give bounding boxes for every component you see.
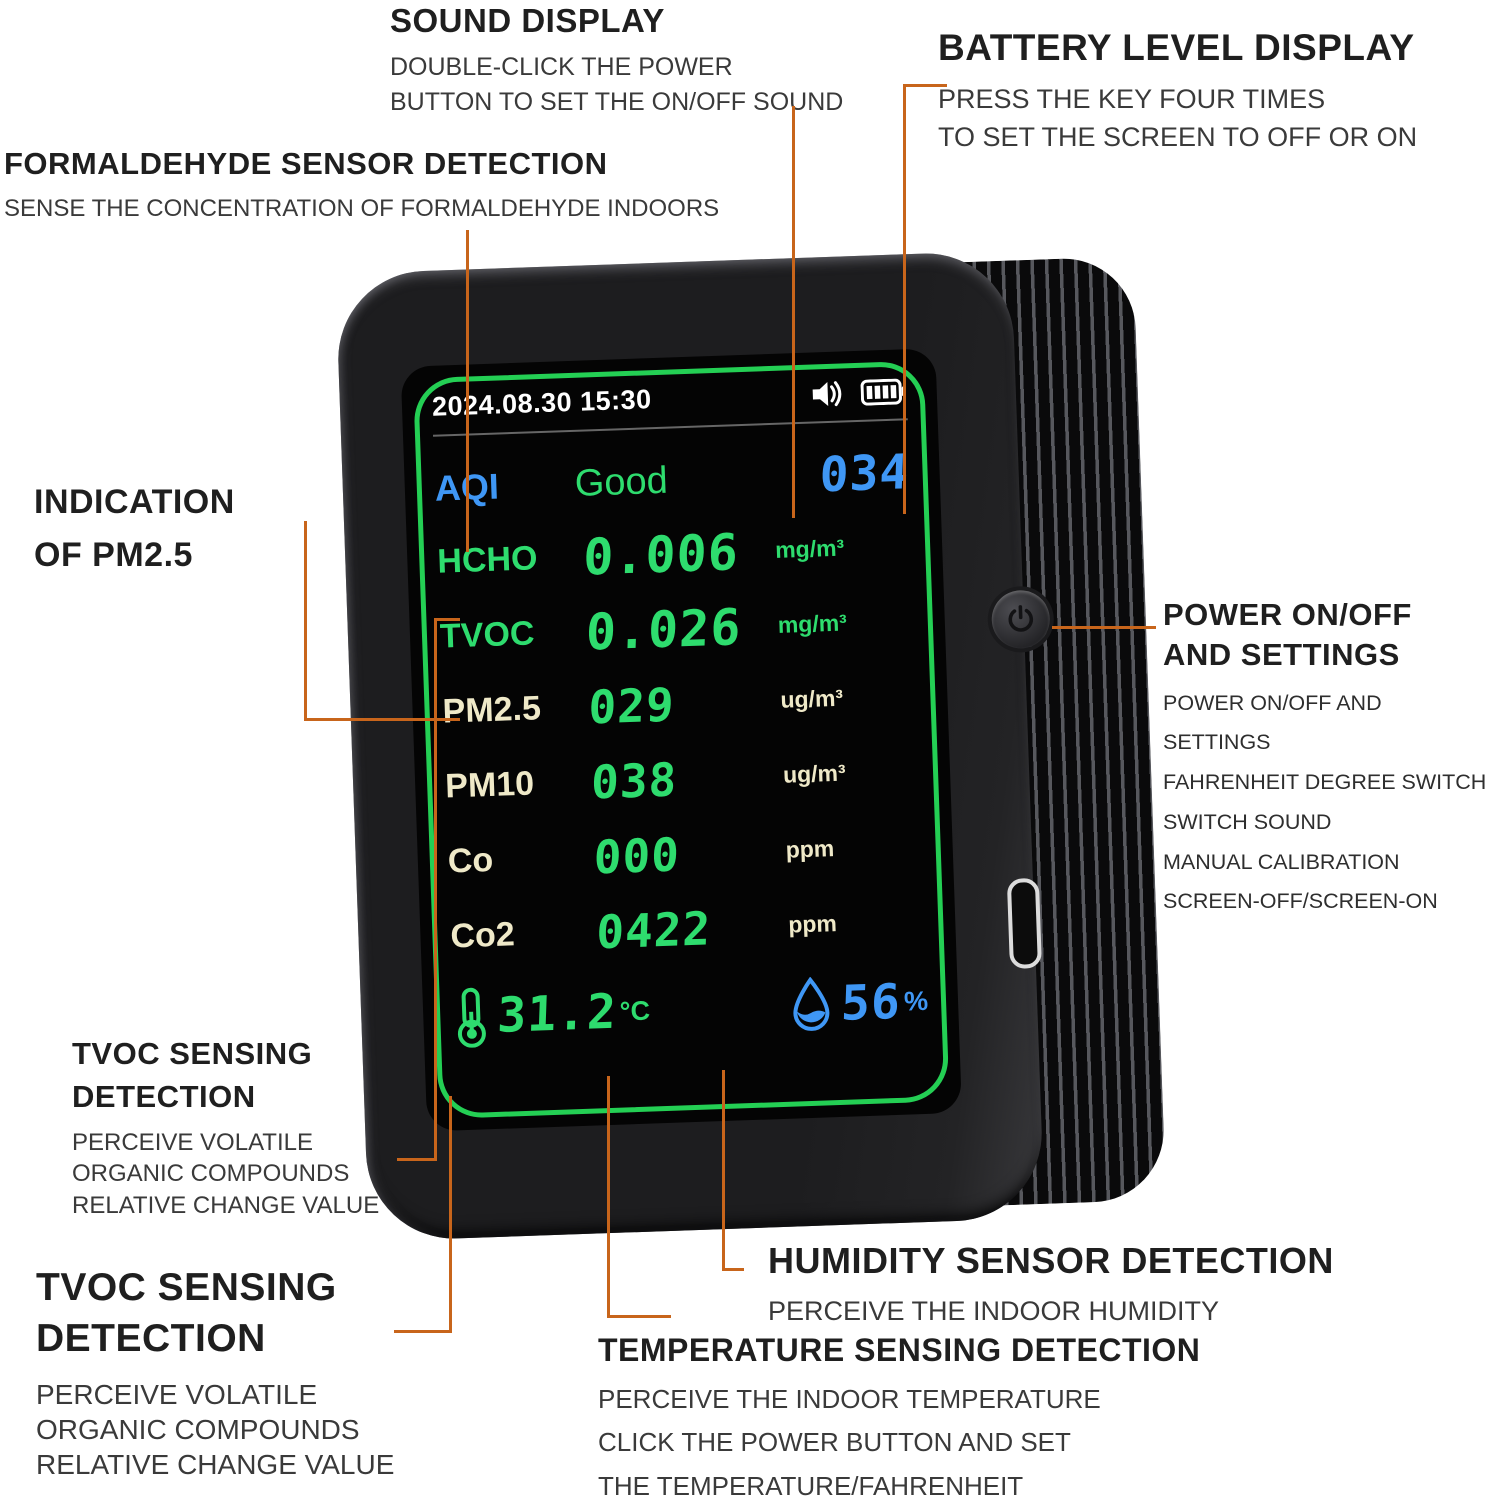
callout-title-line: TVOC SENSING [36, 1266, 337, 1309]
callout-text-line: TO SET THE SCREEN TO OFF OR ON [938, 121, 1418, 152]
humidity-unit: % [903, 985, 929, 1017]
battery-icon [860, 378, 906, 406]
row-unit: ug/m³ [779, 684, 844, 713]
temperature-unit: °C [619, 995, 651, 1027]
callout-text-line: ORGANIC COMPOUNDS [36, 1414, 360, 1446]
callout-title: TEMPERATURE SENSING DETECTION [598, 1332, 1201, 1368]
row-label: HCHO [436, 539, 539, 581]
usb-c-port [1006, 877, 1042, 969]
row-value: 038 [590, 751, 679, 810]
row-value: 029 [587, 676, 676, 735]
row-label: PM2.5 [441, 689, 542, 731]
callout-text-line: POWER ON/OFF AND SETTINGS [1163, 690, 1382, 755]
callout-humidity-sensor: HUMIDITY SENSOR DETECTION PERCEIVE THE I… [768, 1240, 1334, 1331]
callout-text-line: PERCEIVE THE INDOOR TEMPERATURE [598, 1383, 1101, 1414]
callout-text-line: FAHRENHEIT DEGREE SWITCH [1163, 770, 1487, 795]
callout-title: FORMALDEHYDE SENSOR DETECTION [4, 146, 608, 181]
row-unit: mg/m³ [777, 609, 848, 638]
callout-text-line: SENSE THE CONCENTRATION OF FORMALDEHYDE … [4, 194, 720, 222]
callout-line-pm25-v [304, 521, 307, 720]
row-value: 0422 [595, 900, 713, 959]
callout-line-tvoc-a-v [434, 618, 437, 1160]
temp-humidity-row: 31.2 °C 56 % [452, 968, 929, 1051]
callout-text-line: RELATIVE CHANGE VALUE [72, 1192, 380, 1220]
aqi-status: Good [574, 459, 669, 505]
row-value: 0.006 [582, 522, 740, 587]
aqi-value: 034 [818, 444, 911, 504]
callout-line-tvoc-a-bottom [397, 1158, 437, 1161]
callout-title-line: INDICATION [34, 483, 235, 521]
callout-pm25-indication: INDICATION OF PM2.5 [34, 476, 235, 581]
status-divider [432, 418, 908, 437]
callout-line-power-button [1052, 626, 1156, 629]
callout-title-line: TVOC SENSING [72, 1036, 313, 1071]
row-value: 000 [592, 826, 681, 884]
callout-title: BATTERY LEVEL DISPLAY [938, 27, 1415, 68]
callout-text-line: PERCEIVE VOLATILE [72, 1128, 313, 1156]
callout-text-line: BUTTON TO SET THE ON/OFF SOUND [390, 88, 844, 117]
callout-temperature-sensing: TEMPERATURE SENSING DETECTION PERCEIVE T… [598, 1332, 1200, 1500]
row-unit: ppm [785, 835, 835, 863]
thermometer-icon [457, 987, 486, 1048]
callout-line-battery-v [903, 84, 906, 514]
callout-text-line: CLICK THE POWER BUTTON AND SET [598, 1427, 1071, 1458]
callout-line-tvoc-b-v [449, 1096, 452, 1332]
callout-title-line: AND SETTINGS [1163, 637, 1400, 673]
power-button [990, 589, 1051, 650]
callout-title-line: POWER ON/OFF [1163, 597, 1412, 632]
aqi-label: AQI [434, 465, 500, 509]
device-front-face: 2024.08.30 15:30 [335, 250, 1051, 1242]
row-unit: ug/m³ [782, 759, 847, 788]
temperature-value: 31.2 [496, 983, 618, 1044]
row-label: TVOC [439, 614, 536, 656]
callout-line-tvoc-b-h [394, 1330, 452, 1333]
callout-text-line: PRESS THE KEY FOUR TIMES [938, 83, 1326, 114]
row-label: Co [447, 840, 494, 881]
water-drop-icon [793, 976, 830, 1031]
callout-sound-display: SOUND DISPLAY DOUBLE-CLICK THE POWER BUT… [390, 2, 843, 121]
callout-text-line: RELATIVE CHANGE VALUE [36, 1449, 395, 1481]
callout-title-line: DETECTION [36, 1317, 266, 1361]
callout-formaldehyde: FORMALDEHYDE SENSOR DETECTION SENSE THE … [4, 146, 719, 226]
callout-title: HUMIDITY SENSOR DETECTION [768, 1240, 1334, 1281]
callout-text-line: SWITCH SOUND [1163, 809, 1332, 834]
callout-text-line: ORGANIC COMPOUNDS [72, 1160, 350, 1188]
callout-line-battery-h [903, 84, 947, 87]
row-unit: ppm [787, 909, 838, 938]
callout-line-sound [792, 106, 795, 518]
co2-row: Co2 0422 ppm [449, 883, 926, 975]
row-unit: mg/m³ [774, 534, 845, 563]
row-label: PM10 [444, 764, 535, 806]
callout-title-line: DETECTION [72, 1079, 256, 1115]
air-quality-monitor-device: 2024.08.30 15:30 [335, 250, 1167, 1242]
callout-battery-level: BATTERY LEVEL DISPLAY PRESS THE KEY FOUR… [938, 26, 1417, 156]
screen-status-bar: 2024.08.30 15:30 [431, 375, 907, 423]
callout-text-line: MANUAL CALIBRATION [1163, 849, 1400, 874]
callout-tvoc-sensing-small: TVOC SENSING DETECTION PERCEIVE VOLATILE… [72, 1032, 379, 1222]
callout-line-formaldehyde [466, 230, 469, 552]
humidity-value: 56 [840, 973, 903, 1032]
callout-line-temperature-h [607, 1315, 671, 1318]
callout-title-line: OF PM2.5 [34, 535, 193, 574]
callout-text-line: THE TEMPERATURE/FAHRENHEIT [598, 1471, 1024, 1500]
callout-line-humidity-h [722, 1268, 744, 1271]
row-value: 0.026 [584, 597, 743, 662]
power-icon [1008, 605, 1034, 632]
device-screen: 2024.08.30 15:30 [400, 348, 962, 1132]
callout-line-tvoc-a-top [434, 618, 460, 621]
callout-power-settings: POWER ON/OFF AND SETTINGS POWER ON/OFF A… [1163, 595, 1493, 922]
callout-text-line: PERCEIVE VOLATILE [36, 1378, 318, 1410]
callout-line-pm25-h [304, 718, 460, 721]
callout-text-line: DOUBLE-CLICK THE POWER [390, 52, 733, 81]
callout-line-humidity-v [722, 1070, 725, 1270]
callout-text-line: PERCEIVE THE INDOOR HUMIDITY [768, 1296, 1220, 1327]
callout-text-line: SCREEN-OFF/SCREEN-ON [1163, 889, 1438, 914]
row-label: Co2 [449, 915, 516, 956]
callout-line-temperature-v [607, 1076, 610, 1317]
callout-title: SOUND DISPLAY [390, 2, 665, 39]
datetime-text: 2024.08.30 15:30 [431, 384, 653, 422]
speaker-icon [812, 380, 842, 406]
callout-tvoc-sensing-large: TVOC SENSING DETECTION PERCEIVE VOLATILE… [36, 1262, 394, 1483]
